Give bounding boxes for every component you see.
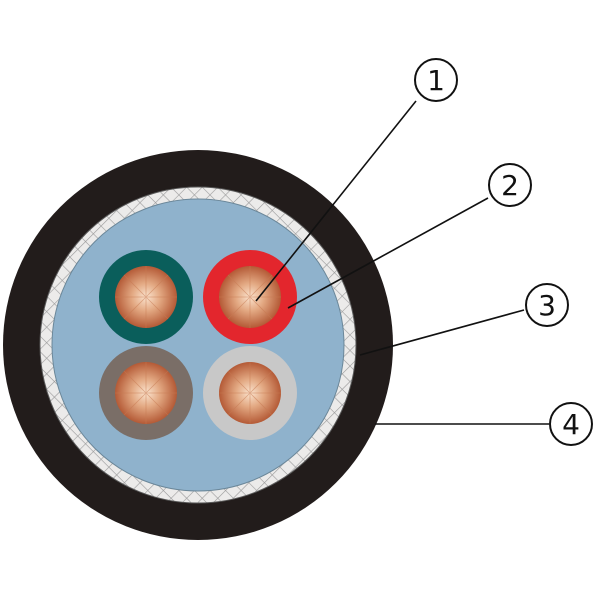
core-light-grey — [203, 346, 297, 440]
callout-3: 3 — [525, 283, 569, 327]
leader-line-1 — [255, 100, 417, 302]
callout-2: 2 — [488, 163, 532, 207]
svg-text:2: 2 — [501, 169, 519, 202]
core-red — [203, 250, 297, 344]
svg-text:1: 1 — [427, 64, 445, 97]
leader-line-2 — [287, 197, 489, 309]
core-teal — [99, 250, 193, 344]
inner-filler — [52, 199, 344, 491]
leader-line-3 — [359, 309, 525, 356]
callout-1: 1 — [414, 58, 458, 102]
core-grey-brown — [99, 346, 193, 440]
svg-text:4: 4 — [562, 408, 580, 441]
callout-4: 4 — [549, 402, 593, 446]
svg-text:3: 3 — [538, 289, 556, 322]
